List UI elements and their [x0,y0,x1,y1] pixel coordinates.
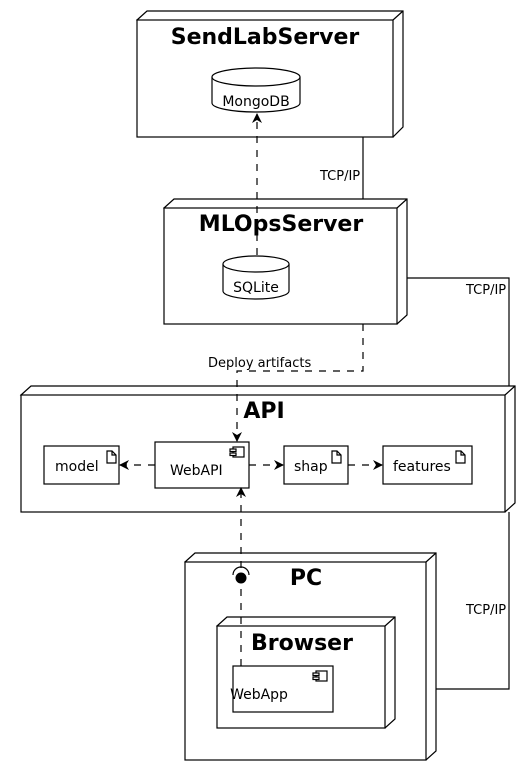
features-label: features [393,459,451,475]
tcp-label-sendlab-mlops: TCP/IP [319,169,360,184]
artifact-features: features [382,445,473,485]
mongodb-label: MongoDB [222,94,289,110]
features-file-icon [455,450,466,464]
api-pc-link [436,512,510,690]
tcp-connection-lines [362,137,510,690]
artifact-shap: shap [283,445,349,485]
tcp-label-api-pc: TCP/IP [465,603,506,618]
browser-title: Browser [251,631,353,656]
tcp-label-mlops-api: TCP/IP [465,283,506,298]
component-webapi: WebAPI [154,441,250,489]
artifact-model: model [43,445,120,485]
sendlabserver-title: SendLabServer [171,25,360,50]
mlops-api-link [407,277,510,390]
interface-socket-icon [232,566,250,576]
sqlite-label: SQLite [233,280,279,296]
shap-file-icon [331,450,342,464]
database-sqlite: SQLite [222,255,290,300]
model-file-icon [106,450,117,464]
component-webapp: WebApp [230,665,334,713]
shap-label: shap [294,459,328,475]
api-title: API [243,399,284,424]
database-mongodb: MongoDB [211,67,301,113]
interface-ball-icon [235,572,247,584]
webapp-webapi-interface [232,487,250,666]
deploy-artifacts-label: Deploy artifacts [208,356,311,371]
model-label: model [55,459,99,475]
pc-title: PC [290,566,322,591]
webapp-label: WebApp [230,687,288,703]
mlopsserver-title: MLOpsServer [199,212,364,237]
webapi-label: WebAPI [170,463,223,479]
